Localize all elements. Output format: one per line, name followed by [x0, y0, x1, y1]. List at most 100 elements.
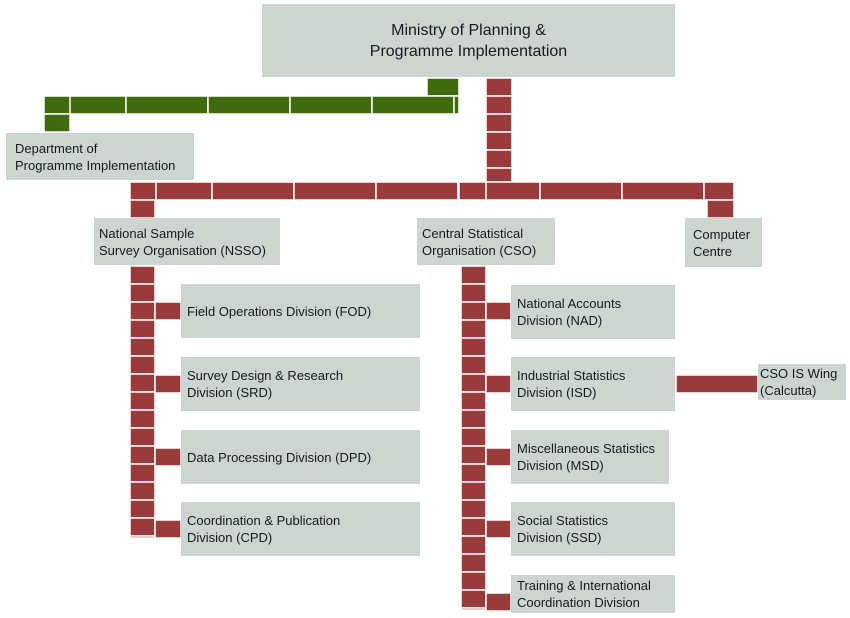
red-connector-segment	[485, 131, 513, 151]
cso-is-wing-label: CSO IS Wing (Calcutta)	[758, 364, 846, 400]
division-line1: Data Processing Division (DPD)	[187, 449, 372, 465]
red-connector-segment	[460, 481, 487, 501]
red-connector-segment	[485, 77, 513, 97]
red-connector-segment	[293, 181, 377, 201]
red-connector-segment	[375, 181, 459, 201]
green-connector-segment	[289, 95, 373, 115]
cso-is-wing-line2: (Calcutta)	[760, 383, 817, 398]
division-line2: Division (SRD)	[187, 385, 273, 400]
red-connector-segment	[460, 391, 487, 411]
red-connector-segment	[460, 355, 487, 375]
red-connector-segment	[458, 181, 487, 201]
red-connector-segment	[485, 374, 512, 394]
red-connector-segment	[154, 447, 182, 467]
red-connector-segment	[129, 355, 156, 375]
cso-division-isd: Industrial Statistics Division (ISD)	[511, 357, 675, 411]
cso-division-nad: National Accounts Division (NAD)	[511, 285, 675, 339]
cso-line2: Organisation (CSO)	[422, 242, 537, 258]
division-line2: Coordination Division	[517, 595, 640, 610]
red-connector-segment	[460, 301, 487, 321]
red-connector-segment	[129, 499, 156, 519]
red-connector-segment	[460, 463, 487, 483]
dpi-line1: Department of	[15, 140, 98, 156]
nsso-line2: Survey Organisation (NSSO)	[99, 242, 266, 258]
division-line1: Industrial Statistics	[517, 368, 626, 383]
green-connector-segment	[426, 77, 460, 97]
red-connector-segment	[129, 463, 156, 483]
computer-centre-line1: Computer	[693, 226, 751, 242]
red-connector-segment	[129, 319, 156, 339]
green-connector-segment	[43, 113, 71, 133]
red-connector-segment	[460, 265, 487, 285]
nsso-box: National Sample Survey Organisation (NSS…	[94, 218, 280, 265]
nsso-line1: National Sample	[99, 225, 195, 241]
division-line1: Survey Design & Research	[187, 368, 344, 383]
division-line2: Division (SSD)	[517, 530, 602, 545]
red-connector-segment	[485, 519, 512, 539]
division-line1: Social Statistics	[517, 513, 609, 528]
cso-division-msd: Miscellaneous Statistics Division (MSD)	[511, 430, 669, 484]
red-connector-segment	[485, 149, 513, 169]
red-connector-segment	[129, 283, 156, 303]
division-line1: Coordination & Publication	[187, 513, 341, 528]
red-connector-segment	[460, 409, 487, 429]
red-connector-segment	[460, 535, 487, 555]
cso-line1: Central Statistical	[422, 225, 524, 241]
nsso-division-srd: Survey Design & Research Division (SRD)	[181, 357, 420, 411]
green-connector-segment	[207, 95, 291, 115]
red-connector-segment	[129, 427, 156, 447]
red-connector-segment	[485, 301, 512, 321]
red-connector-segment	[129, 535, 156, 539]
red-connector-segment	[706, 199, 735, 219]
division-line1: Field Operations Division (FOD)	[187, 303, 372, 319]
green-connector-segment	[43, 95, 71, 115]
cso-division-training: Training & International Coordination Di…	[511, 575, 675, 613]
red-connector-segment	[460, 499, 487, 519]
computer-centre-box: Computer Centre	[685, 218, 762, 267]
red-connector-segment	[485, 95, 513, 115]
division-line2: Division (CPD)	[187, 530, 273, 545]
division-line1: Training & International	[517, 578, 651, 593]
division-line1: National Accounts	[517, 296, 622, 311]
red-connector-segment	[485, 592, 512, 612]
division-line2: Division (NAD)	[517, 313, 603, 328]
red-connector-segment	[129, 481, 156, 501]
red-connector-segment	[154, 301, 182, 321]
red-connector-segment	[460, 607, 487, 611]
dpi-box: Department of Programme Implementation	[6, 133, 194, 180]
ministry-title-line1: Ministry of Planning &	[391, 21, 546, 39]
cso-division-ssd: Social Statistics Division (SSD)	[511, 502, 675, 556]
red-connector-segment	[129, 373, 156, 393]
ministry-box: Ministry of Planning & Programme Impleme…	[262, 4, 675, 77]
red-connector-segment	[129, 445, 156, 465]
nsso-division-dpd: Data Processing Division (DPD)	[181, 430, 420, 484]
green-connector-segment	[453, 95, 460, 115]
red-connector-segment	[485, 447, 512, 467]
division-line1: Miscellaneous Statistics	[517, 441, 655, 456]
green-connector-segment	[125, 95, 209, 115]
red-connector-segment	[460, 373, 487, 393]
ministry-title-line2: Programme Implementation	[369, 42, 568, 60]
red-connector-segment	[129, 199, 156, 219]
red-connector-segment	[539, 181, 623, 201]
red-connector-segment	[211, 181, 295, 201]
nsso-division-fod: Field Operations Division (FOD)	[181, 284, 420, 338]
red-connector-segment	[154, 374, 182, 394]
cso-box: Central Statistical Organisation (CSO)	[417, 218, 555, 265]
red-connector-segment	[460, 553, 487, 573]
red-connector-segment	[129, 517, 156, 537]
red-connector-segment	[460, 283, 487, 303]
red-connector-segment	[460, 337, 487, 357]
red-connector-segment	[485, 113, 513, 133]
computer-centre-line2: Centre	[693, 243, 733, 259]
division-line2: Division (MSD)	[517, 458, 604, 473]
red-connector-segment	[460, 517, 487, 537]
red-connector-segment	[129, 301, 156, 321]
red-connector-segment	[460, 589, 487, 609]
red-connector-segment	[460, 571, 487, 591]
red-connector-segment	[621, 181, 705, 201]
dpi-line2: Programme Implementation	[15, 157, 176, 173]
red-connector-segment	[460, 445, 487, 465]
division-line2: Division (ISD)	[517, 385, 597, 400]
